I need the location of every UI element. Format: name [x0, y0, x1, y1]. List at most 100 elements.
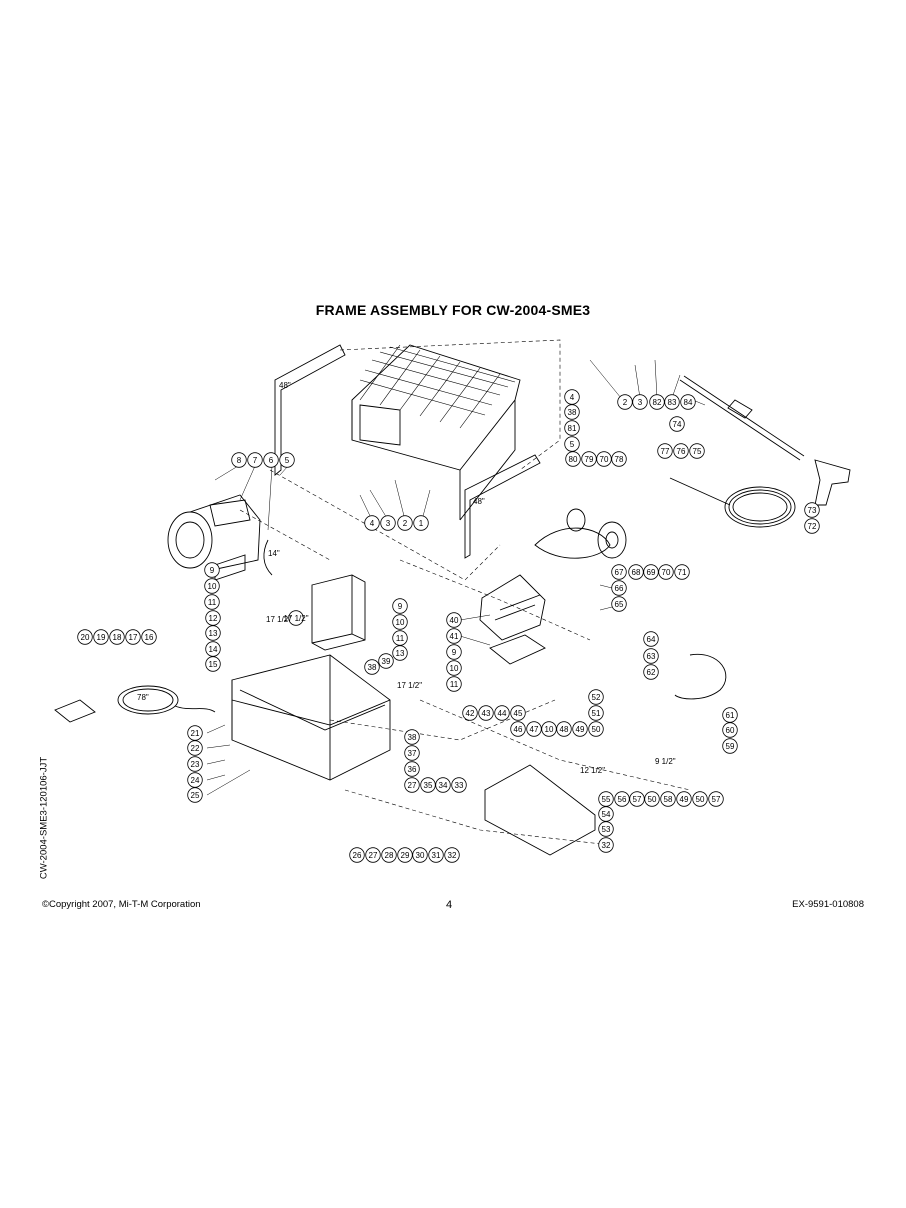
- callout-label: 10: [396, 618, 405, 627]
- callout-label: 38: [568, 408, 577, 417]
- callout-circle: [598, 821, 614, 837]
- base-frame: [231, 654, 391, 781]
- callout-label: 50: [696, 795, 705, 804]
- callout-label: 6: [269, 456, 274, 465]
- callout-label: 29: [401, 851, 410, 860]
- callout-label: 4: [570, 393, 575, 402]
- callout-label: 54: [602, 810, 611, 819]
- callout-circle: [392, 645, 408, 661]
- callout-circle: [288, 610, 304, 626]
- callout-19: 72: [804, 518, 820, 534]
- callout-label: 57: [712, 795, 721, 804]
- leader-lines: [206, 359, 706, 796]
- assembly-guide-lines: [239, 339, 691, 846]
- callout-58: 16: [141, 629, 157, 645]
- callout-label: 27: [369, 851, 378, 860]
- callout-33: 69: [643, 564, 659, 580]
- callout-label: 81: [568, 424, 577, 433]
- callout-label: 84: [684, 398, 693, 407]
- callout-circle: [380, 515, 396, 531]
- callout-13: 75: [689, 443, 705, 459]
- callout-102: 28: [381, 847, 397, 863]
- callout-label: 18: [113, 633, 122, 642]
- callout-circle: [643, 664, 659, 680]
- callout-label: 24: [191, 776, 200, 785]
- callout-label: 41: [450, 632, 459, 641]
- callout-21: 7: [247, 452, 263, 468]
- callout-label: 11: [208, 598, 217, 607]
- callout-circle: [526, 721, 542, 737]
- callout-label: 14: [209, 645, 218, 654]
- callout-82: 38: [404, 729, 420, 745]
- callout-circle: [187, 725, 203, 741]
- callout-circle: [673, 443, 689, 459]
- callout-circle: [109, 629, 125, 645]
- callout-31: 67: [611, 564, 627, 580]
- callout-label: 17 1/2": [283, 614, 308, 623]
- callout-label: 70: [600, 455, 609, 464]
- callout-circle: [446, 660, 462, 676]
- callout-42: 12: [205, 610, 221, 626]
- callout-circle: [598, 806, 614, 822]
- callout-78: 22: [187, 740, 203, 756]
- callout-label: 4: [370, 519, 375, 528]
- callout-circle: [614, 791, 630, 807]
- callout-circle: [598, 837, 614, 853]
- pump-head: [479, 574, 546, 641]
- callout-label: 36: [408, 765, 417, 774]
- callout-circle: [611, 580, 627, 596]
- callout-circle: [669, 416, 685, 432]
- callout-circle: [204, 562, 220, 578]
- callout-57: 17: [125, 629, 141, 645]
- callout-label: 12: [209, 614, 218, 623]
- callout-7: 38: [564, 404, 580, 420]
- callout-circle: [412, 847, 428, 863]
- callout-label: 82: [653, 398, 662, 407]
- callout-circle: [204, 594, 220, 610]
- callout-circle: [660, 791, 676, 807]
- callout-99: 32: [598, 837, 614, 853]
- callout-26: 2: [397, 515, 413, 531]
- callout-30: 11: [204, 594, 220, 610]
- callout-circle: [279, 452, 295, 468]
- callout-87: 34: [435, 777, 451, 793]
- callout-32: 68: [628, 564, 644, 580]
- callout-12: 76: [673, 443, 689, 459]
- callout-88: 33: [451, 777, 467, 793]
- callout-37: 65: [611, 596, 627, 612]
- callout-label: 32: [602, 841, 611, 850]
- callout-circle: [364, 659, 380, 675]
- callout-104: 30: [412, 847, 428, 863]
- callout-90: 57: [629, 791, 645, 807]
- callout-label: 56: [618, 795, 627, 804]
- cabinet-cover: [351, 344, 521, 521]
- callout-label: 2: [403, 519, 408, 528]
- callout-59: 64: [643, 631, 659, 647]
- callout-85: 27: [404, 777, 420, 793]
- callout-circle: [392, 614, 408, 630]
- callout-circle: [680, 394, 696, 410]
- callout-36: 66: [611, 580, 627, 596]
- callout-46: 17 1/2": [283, 610, 309, 626]
- callout-label: 17: [129, 633, 138, 642]
- pump-base-plate: [489, 634, 546, 665]
- callout-circle: [263, 452, 279, 468]
- control-box: [311, 574, 366, 651]
- callout-40: 10: [392, 614, 408, 630]
- callout-43: 13: [205, 625, 221, 641]
- callout-circle: [581, 451, 597, 467]
- callout-4: 83: [664, 394, 680, 410]
- callout-label: 22: [191, 744, 200, 753]
- callout-9: 5: [564, 436, 580, 452]
- callout-label: 76: [677, 447, 686, 456]
- callout-label: 38: [408, 733, 417, 742]
- inlet-hose-coil: [54, 685, 216, 723]
- callout-label: 8: [237, 456, 242, 465]
- callout-49: 38: [364, 659, 380, 675]
- callout-75: 51: [588, 705, 604, 721]
- side-panels: [274, 344, 541, 559]
- callout-label: 44: [498, 709, 507, 718]
- callout-circle: [804, 502, 820, 518]
- callout-label: 34: [439, 781, 448, 790]
- callout-circle: [632, 394, 648, 410]
